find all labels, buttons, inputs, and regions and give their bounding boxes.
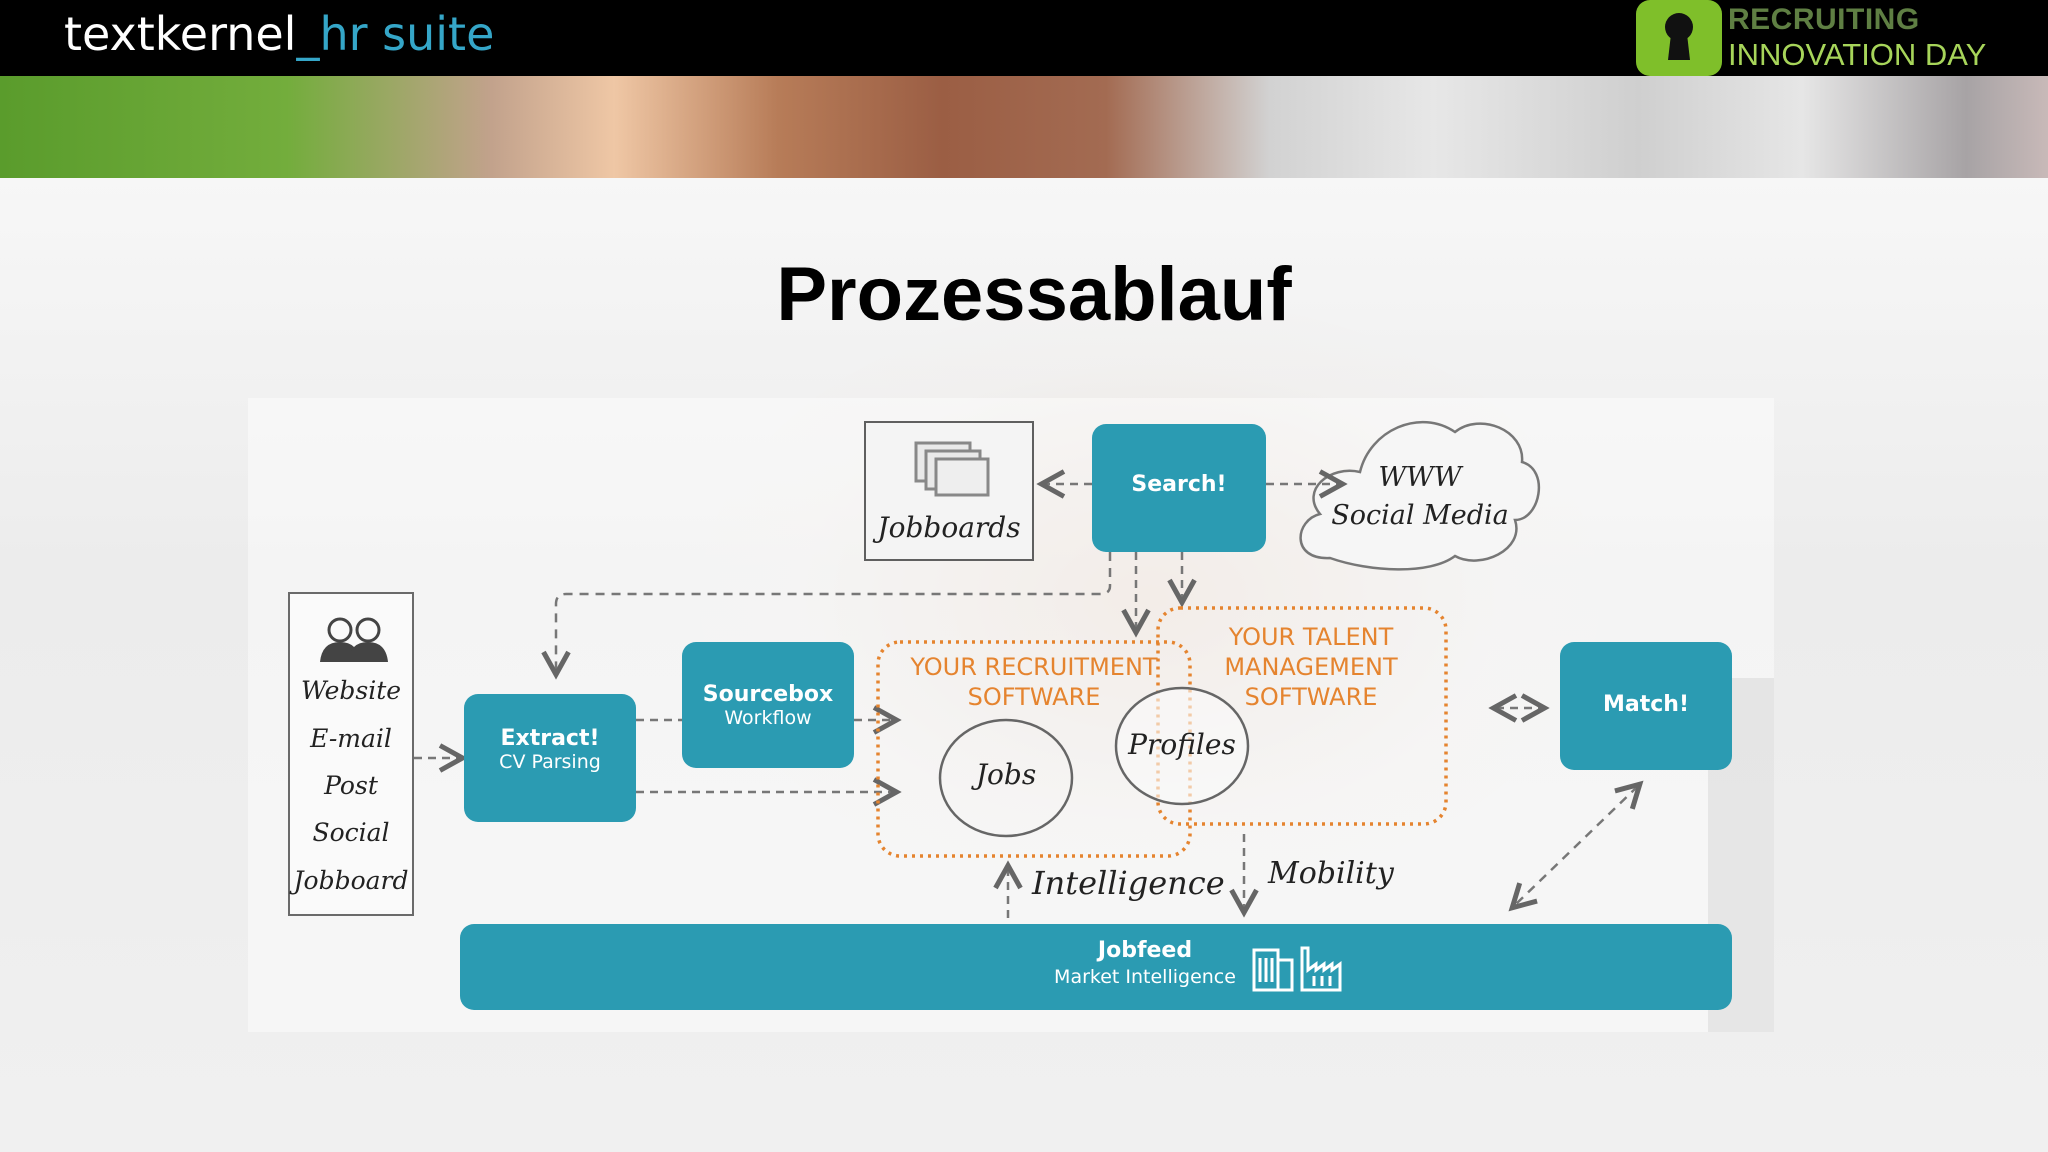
sourcebox-box: Sourcebox Workflow	[682, 642, 854, 768]
jobfeed-subtitle: Market Intelligence	[1054, 966, 1236, 988]
profiles-circle	[1114, 686, 1250, 806]
cloud-line2: Social Media	[1331, 500, 1509, 531]
cloud-line1: WWW	[1378, 462, 1462, 493]
talent-line3: SOFTWARE	[1244, 683, 1378, 711]
recruitment-software-label: YOUR RECRUITMENT SOFTWARE	[880, 652, 1188, 712]
search-box: Search!	[1092, 424, 1266, 552]
header-bar: textkernel_hr suite RECRUITING INNOVATIO…	[0, 0, 2048, 76]
jobs-label: Jobs	[975, 758, 1037, 791]
brand-logo: textkernel_hr suite	[64, 4, 494, 64]
brand-main: textkernel	[64, 7, 297, 61]
talent-line2: MANAGEMENT	[1224, 653, 1398, 681]
extract-title: Extract!	[500, 726, 600, 751]
source-social: Social	[312, 818, 390, 847]
talent-line1: YOUR TALENT	[1228, 623, 1394, 651]
match-title: Match!	[1603, 692, 1689, 717]
source-jobboard: Jobboard	[293, 866, 409, 895]
event-logo: RECRUITING INNOVATION DAY	[1636, 0, 2048, 76]
people-icon	[320, 617, 388, 662]
intelligence-label: Intelligence	[1032, 864, 1225, 902]
input-sources-box: Website E-mail Post Social Jobboard	[288, 592, 414, 916]
buildings-factory-icon	[1252, 946, 1342, 992]
search-title: Search!	[1131, 472, 1227, 497]
source-website: Website	[300, 676, 402, 705]
slide-title: Prozessablauf	[776, 252, 1292, 337]
mobility-label: Mobility	[1268, 856, 1394, 891]
sourcebox-subtitle: Workflow	[724, 707, 812, 729]
event-title-line1: RECRUITING	[1728, 3, 1920, 36]
keyhole-lock-icon	[1636, 0, 1722, 76]
connector-search-extract	[556, 552, 1112, 672]
photo-banner	[0, 76, 2048, 178]
connector-match-jobfeed	[1514, 786, 1638, 906]
brand-separator: _	[296, 7, 320, 61]
profiles-label: Profiles	[1128, 728, 1236, 761]
stacked-windows-icon	[914, 441, 990, 497]
jobboards-box: Jobboards	[864, 421, 1034, 561]
source-post: Post	[324, 771, 378, 800]
extract-subtitle: CV Parsing	[499, 751, 601, 773]
brand-accent: hr suite	[319, 7, 495, 61]
extract-box: Extract! CV Parsing	[464, 694, 636, 822]
jobboards-label: Jobboards	[877, 511, 1021, 544]
match-box: Match!	[1560, 642, 1732, 770]
talent-software-label: YOUR TALENT MANAGEMENT SOFTWARE	[1186, 622, 1436, 712]
jobfeed-bar: Jobfeed Market Intelligence	[460, 924, 1732, 1010]
event-title-line2: INNOVATION DAY	[1728, 37, 1987, 72]
recruitment-line2: SOFTWARE	[967, 683, 1101, 711]
cloud-shape	[1299, 420, 1541, 571]
recruitment-software-boundary	[876, 640, 1192, 858]
recruitment-line1: YOUR RECRUITMENT	[910, 653, 1158, 681]
sourcebox-title: Sourcebox	[702, 682, 834, 707]
jobs-circle	[938, 718, 1074, 838]
source-email: E-mail	[310, 724, 392, 753]
jobfeed-title: Jobfeed	[1097, 938, 1193, 963]
